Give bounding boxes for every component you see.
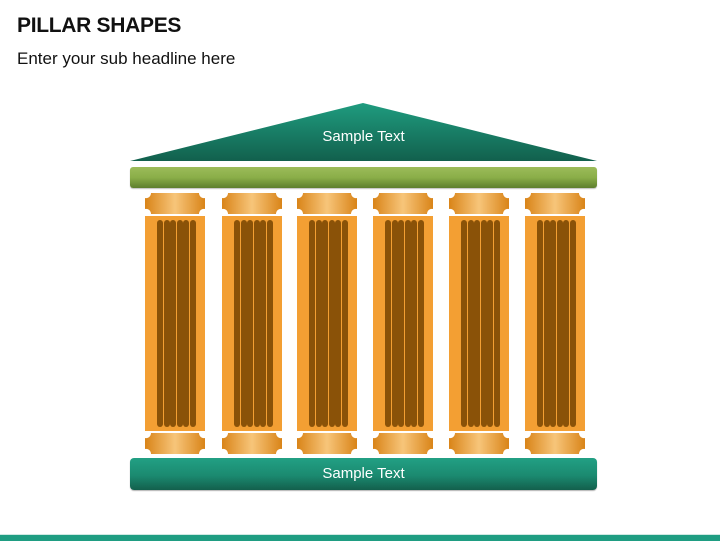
pillar-capital — [222, 193, 282, 214]
pillar-flute — [176, 220, 183, 427]
pillar-flute — [417, 220, 424, 427]
pillar-flute — [170, 220, 176, 427]
pillar-flute — [163, 220, 170, 427]
pillar-1 — [145, 193, 205, 454]
pillar-shaft — [145, 216, 205, 431]
pillar-flute — [493, 220, 500, 427]
pillar-2 — [222, 193, 282, 454]
base-label: Sample Text — [322, 465, 405, 482]
pillar-flute — [411, 220, 417, 427]
pillar-shaft — [297, 216, 357, 431]
pillar-flute — [335, 220, 341, 427]
pillar-flute — [556, 220, 563, 427]
pillar-shaft — [222, 216, 282, 431]
pillar-flute — [404, 220, 411, 427]
pillar-capital — [449, 193, 509, 214]
pillar-flute — [563, 220, 569, 427]
roof-triangle — [130, 103, 597, 161]
pillar-plinth — [222, 433, 282, 454]
pillar-flute — [474, 220, 480, 427]
pillar-plinth — [145, 433, 205, 454]
pillar-flute — [315, 220, 322, 427]
pillar-flute — [247, 220, 253, 427]
pillar-flute — [234, 220, 240, 427]
pillar-flute — [550, 220, 556, 427]
pillar-flute — [480, 220, 487, 427]
pillar-5 — [449, 193, 509, 454]
pillar-capital — [297, 193, 357, 214]
pillar-flute — [543, 220, 550, 427]
pillar-3 — [297, 193, 357, 454]
pillar-flute — [309, 220, 315, 427]
pillar-shaft — [525, 216, 585, 431]
pillar-shaft — [373, 216, 433, 431]
top-beam — [130, 167, 597, 188]
pillar-flute — [240, 220, 247, 427]
pillar-flute — [385, 220, 391, 427]
pillar-flute — [569, 220, 576, 427]
pillar-flute — [537, 220, 543, 427]
pillar-capital — [373, 193, 433, 214]
pillar-6 — [525, 193, 585, 454]
pillar-flute — [189, 220, 196, 427]
pillar-capital — [145, 193, 205, 214]
pillar-flute — [322, 220, 328, 427]
pillar-4 — [373, 193, 433, 454]
pillar-flute — [183, 220, 189, 427]
pillar-flute — [266, 220, 273, 427]
pillar-flute — [260, 220, 266, 427]
pillar-flute — [341, 220, 348, 427]
base-platform: Sample Text — [130, 458, 597, 490]
pillar-flute — [157, 220, 163, 427]
roof-label: Sample Text — [322, 128, 405, 145]
pillar-plinth — [373, 433, 433, 454]
pillar-plinth — [449, 433, 509, 454]
pillar-flute — [467, 220, 474, 427]
pillar-capital — [525, 193, 585, 214]
pillar-plinth — [525, 433, 585, 454]
pillar-flute — [487, 220, 493, 427]
pillar-flute — [398, 220, 404, 427]
pillar-flute — [253, 220, 260, 427]
footer-bar — [0, 534, 720, 541]
pillar-shaft — [449, 216, 509, 431]
pillar-flute — [391, 220, 398, 427]
slide-subtitle: Enter your sub headline here — [17, 49, 236, 68]
pillar-plinth — [297, 433, 357, 454]
slide-title: PILLAR SHAPES — [17, 14, 182, 37]
pillar-flute — [461, 220, 467, 427]
pillar-flute — [328, 220, 335, 427]
